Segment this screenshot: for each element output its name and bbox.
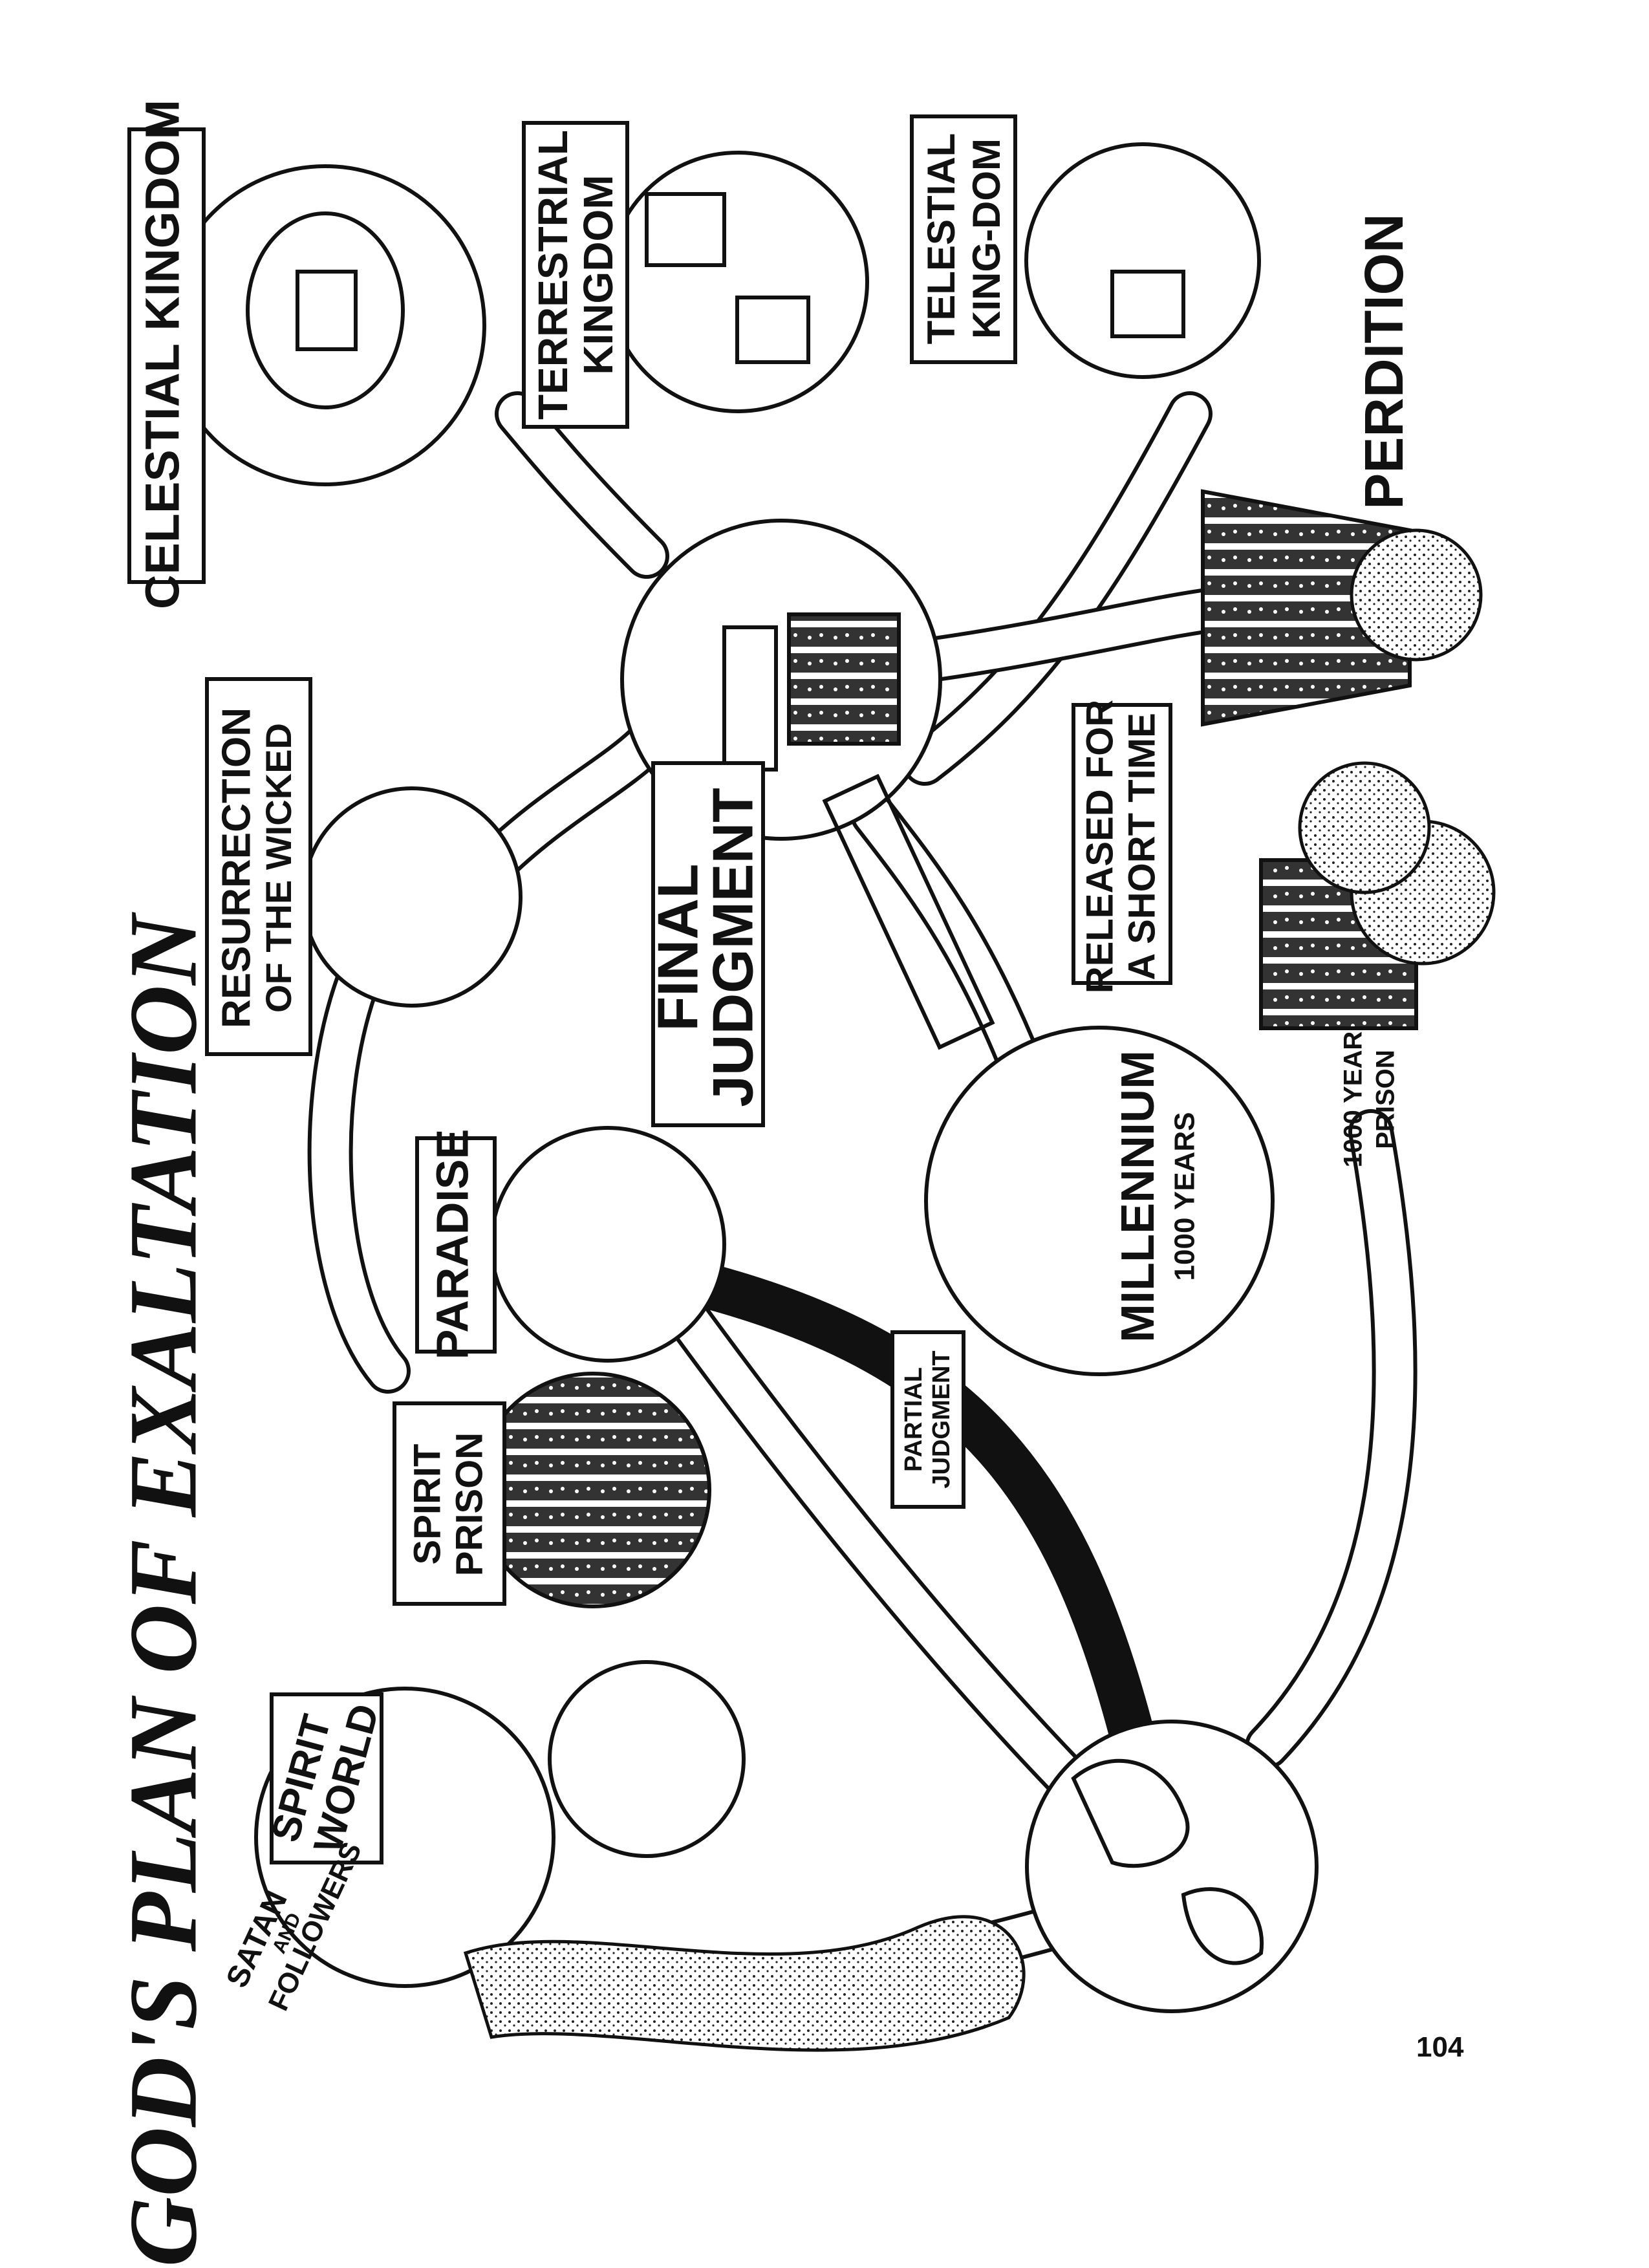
page-number: 104 [1416, 2031, 1464, 2063]
released-label-2: A SHORT TIME [1121, 713, 1163, 980]
perdition-label: PERDITION [1353, 213, 1414, 509]
terrestrial-house [735, 296, 810, 364]
millennium-ladder [822, 773, 995, 1050]
perdition-pit [1350, 528, 1483, 662]
thousand-year-prison-label: 1000 YEAR [1339, 1031, 1368, 1168]
terrestrial-kingdom-circle [607, 151, 869, 413]
page-title: GOD'S PLAN OF EXALTATION [109, 912, 217, 2267]
resurrection-label: RESURRECTION [214, 707, 259, 1028]
final-judgment-label: FINAL [645, 863, 709, 1031]
final-judgment-circle [620, 519, 942, 841]
resurrection-label-2: OF THE WICKED [258, 723, 299, 1013]
partial-judgment-label-2: JUDGMENT [928, 1350, 955, 1488]
spirit-prison-circle [475, 1372, 711, 1608]
released-pit [1298, 761, 1431, 894]
satan-path [463, 1915, 1026, 2052]
celestial-temple [246, 211, 405, 409]
judgment-desk [787, 612, 901, 746]
terrestrial-kingdom-label-2: KINGDOM [575, 175, 621, 374]
perdition-tower [1201, 489, 1412, 727]
telestial-kingdom-label: TELESTIAL [920, 133, 963, 345]
millennium-circle [924, 1026, 1275, 1376]
earth-globe [1025, 1720, 1319, 2013]
resurrection-circle [301, 786, 523, 1008]
celestial-throne [296, 270, 358, 351]
telestial-kingdom-label-2: KING-DOM [965, 138, 1008, 339]
spirit-prison-label: SPIRIT [406, 1444, 448, 1565]
paradise-label: PARADISE [427, 1129, 477, 1360]
millennium-years-label: 1000 YEARS [1169, 1112, 1201, 1281]
banners [127, 114, 1172, 1864]
paths [307, 391, 1417, 2008]
millennium-label: MILLENNIUM [1112, 1050, 1164, 1343]
earth-continents [1071, 1758, 1264, 1965]
terrestrial-kingdom-label: TERRESTRIAL [530, 130, 576, 420]
thousand-year-prison-label-2: PRISON [1372, 1050, 1400, 1149]
paradise-circle [490, 1126, 726, 1363]
celestial-kingdom-label: CELESTIAL KINGDOM [136, 100, 189, 609]
released-label: RELEASED FOR [1079, 700, 1121, 993]
spirit-world-cloud [548, 1660, 746, 1858]
final-judgment-label-2: JUDGMENT [700, 788, 764, 1107]
terrestrial-house [645, 192, 726, 267]
telestial-kingdom-circle [1024, 142, 1261, 379]
partial-judgment-label: PARTIAL [900, 1367, 927, 1472]
spirit-prison-label-2: PRISON [448, 1432, 490, 1576]
telestial-house [1110, 270, 1185, 338]
